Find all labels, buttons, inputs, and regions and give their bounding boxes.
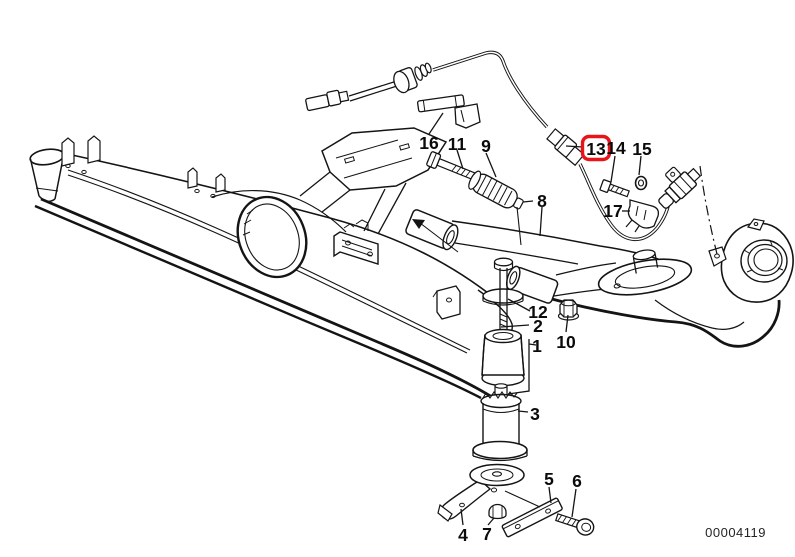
callout-14[interactable]: 14: [606, 138, 626, 158]
bolt-14-drawing: [599, 179, 630, 198]
callout-17[interactable]: 17: [603, 201, 622, 221]
callout-label-15: 15: [632, 139, 652, 159]
bracket-4-drawing: [437, 463, 525, 522]
callout-label-1: 1: [532, 336, 542, 356]
bushing-9-drawing: [468, 170, 524, 210]
highlight-box: [580, 134, 612, 162]
clip-17-drawing: [625, 199, 660, 233]
sensor-cable-drawing: [305, 50, 718, 255]
leader-lines: [428, 112, 642, 526]
callout-2[interactable]: 2: [533, 316, 543, 336]
callout-3[interactable]: 3: [530, 404, 540, 424]
callout-label-14: 14: [606, 138, 626, 158]
callout-1[interactable]: 1: [532, 336, 542, 356]
callout-label-2: 2: [533, 316, 543, 336]
cable-fitting-13-drawing: [546, 128, 585, 167]
bolt-6-drawing: [555, 513, 595, 536]
damper-drawing: [472, 383, 528, 472]
strap-5-drawing: [501, 497, 563, 538]
nut-7-drawing: [488, 503, 507, 520]
watermark-number: 00004119: [705, 525, 766, 540]
callout-label-10: 10: [556, 332, 576, 352]
hub-carrier-drawing: [708, 218, 794, 303]
washer-15-drawing: [634, 175, 648, 191]
callout-label-7: 7: [482, 524, 492, 544]
callout-11[interactable]: 11: [448, 134, 467, 154]
callout-label-6: 6: [572, 471, 582, 491]
callout-6[interactable]: 6: [572, 471, 582, 491]
cable-plug-drawing: [305, 89, 350, 112]
callout-13[interactable]: 13: [580, 134, 612, 162]
callout-8[interactable]: 8: [537, 191, 547, 211]
bolt-11-drawing: [426, 151, 476, 181]
trailing-arm-drawing: [405, 209, 794, 348]
sensor-drawing: [658, 166, 702, 209]
callout-5[interactable]: 5: [544, 469, 554, 489]
callout-label-4: 4: [458, 525, 468, 545]
callout-label-8: 8: [537, 191, 547, 211]
callout-4[interactable]: 4: [458, 525, 468, 545]
brace-plate-drawing: [299, 127, 448, 265]
callout-label-16: 16: [419, 133, 439, 153]
callout-label-9: 9: [481, 136, 491, 156]
callout-label-5: 5: [544, 469, 554, 489]
callout-15[interactable]: 15: [632, 139, 652, 159]
callout-label-3: 3: [530, 404, 540, 424]
callout-label-17: 17: [603, 201, 622, 221]
callout-12[interactable]: 12: [528, 302, 548, 322]
callout-label-13: 13: [586, 139, 606, 159]
callout-label-12: 12: [528, 302, 548, 322]
callout-10[interactable]: 10: [556, 332, 576, 352]
subframe-drawing: [29, 135, 513, 400]
callout-label-11: 11: [448, 134, 467, 154]
cable-holder-16-drawing: [416, 94, 481, 129]
callout-9[interactable]: 9: [481, 136, 491, 156]
callout-16[interactable]: 16: [419, 133, 439, 153]
cable-grommet-drawing: [393, 62, 432, 94]
assembly-arrows: [412, 206, 541, 508]
callout-7[interactable]: 7: [482, 524, 492, 544]
